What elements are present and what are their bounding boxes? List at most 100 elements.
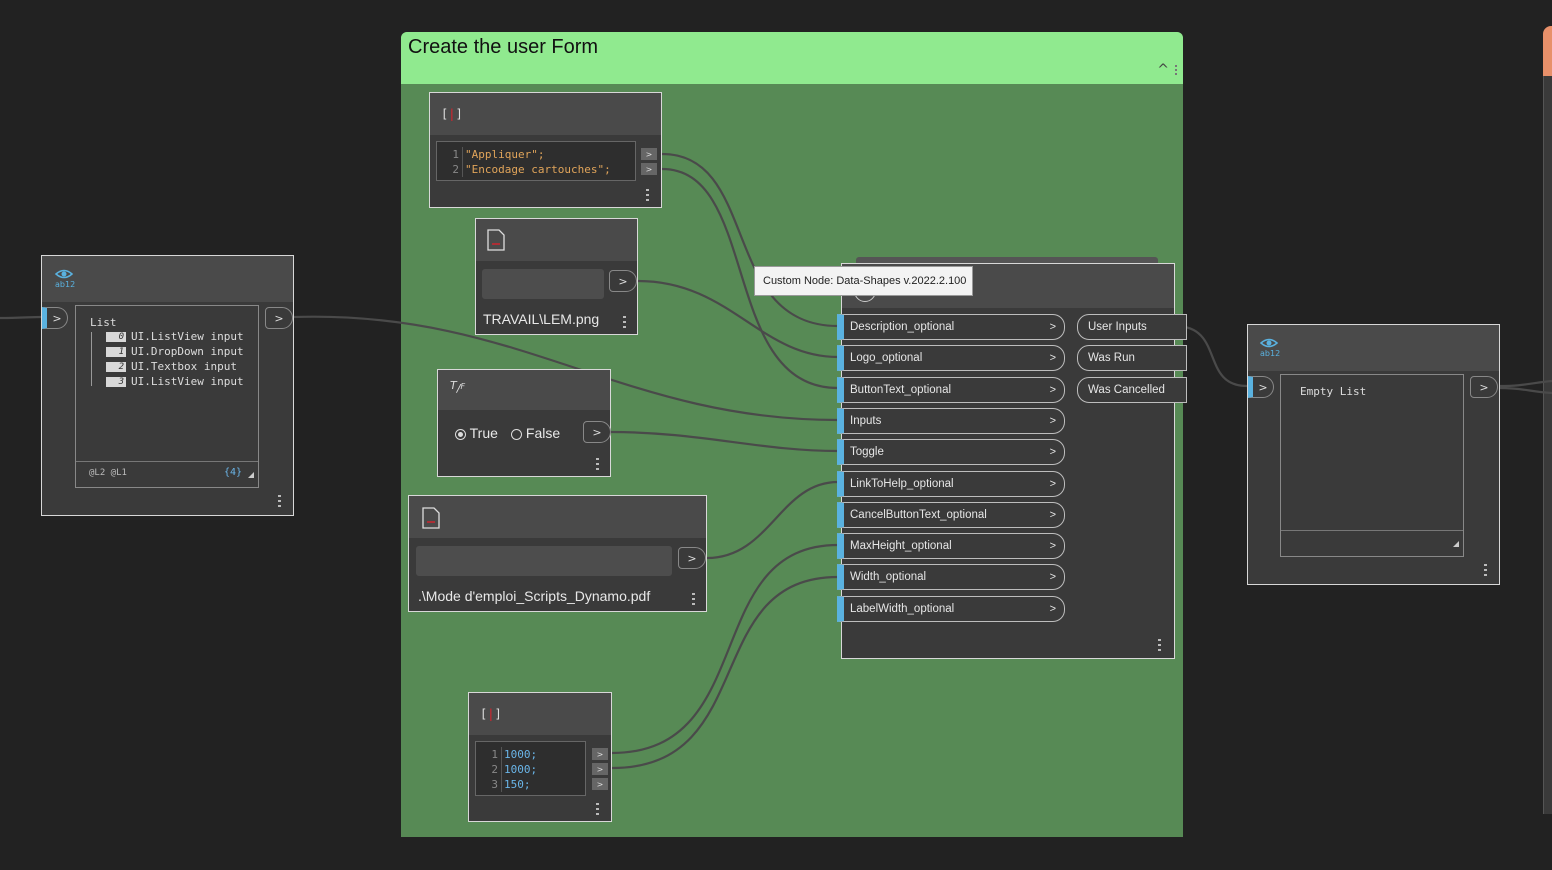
user-form-custom-node[interactable]: Description_optional>Logo_optional>Butto… <box>837 263 1187 659</box>
watch-value: Empty List <box>1300 385 1367 398</box>
input-port-description-optional[interactable]: Description_optional> <box>837 314 1065 340</box>
stacked-node-shadow <box>856 257 1158 265</box>
node-header[interactable] <box>476 219 637 261</box>
code-line[interactable]: 1"Appliquer"; <box>437 147 635 162</box>
file-path-node-help[interactable]: > .\Mode d'emploi_Scripts_Dynamo.pdf <box>408 495 707 612</box>
output-port[interactable]: > <box>1470 376 1498 398</box>
chevron-right-icon: > <box>1049 352 1056 365</box>
node-header[interactable]: [|] <box>430 93 661 135</box>
chevron-right-icon: > <box>1049 508 1056 521</box>
chevron-right-icon: > <box>1049 571 1056 584</box>
node-menu-icon[interactable] <box>1158 639 1161 651</box>
list-item-label: UI.DropDown input <box>131 345 244 358</box>
radio-false-icon[interactable] <box>511 428 522 440</box>
port-label: CancelButtonText_optional <box>850 508 987 521</box>
radio-false[interactable]: False <box>511 425 560 441</box>
chevron-right-icon: > <box>1049 540 1056 553</box>
node-header[interactable]: T/F <box>438 370 610 410</box>
input-port-toggle[interactable]: Toggle> <box>837 439 1065 466</box>
watch-icon: ab12 <box>1259 338 1280 357</box>
node-menu-icon[interactable] <box>596 803 599 815</box>
output-port-was-cancelled[interactable]: Was Cancelled <box>1077 376 1187 403</box>
resize-grip-icon[interactable] <box>248 472 254 478</box>
chevron-right-icon: > <box>1049 602 1056 615</box>
output-port[interactable]: > <box>583 421 611 443</box>
node-menu-icon[interactable] <box>278 495 281 507</box>
radio-true-label: True <box>469 425 498 441</box>
boolean-node[interactable]: T/F True False > <box>437 369 611 477</box>
chevron-right-icon: > <box>1049 477 1056 490</box>
input-port[interactable]: > <box>42 307 68 329</box>
code-text[interactable]: 150; <box>504 778 531 791</box>
code-text[interactable]: "Encodage cartouches"; <box>465 163 611 176</box>
watch-node[interactable]: ab12 > > Empty List <box>1247 324 1500 585</box>
node-menu-icon[interactable] <box>1484 564 1487 576</box>
list-count: {4} <box>223 467 242 478</box>
output-port[interactable]: > <box>678 547 706 569</box>
output-port[interactable]: > <box>609 270 637 292</box>
code-editor[interactable]: 1"Appliquer";2"Encodage cartouches"; <box>436 141 636 181</box>
group-menu-icon[interactable] <box>1175 65 1177 75</box>
node-header[interactable]: [|] <box>469 693 611 735</box>
list-item-label: UI.ListView input <box>131 375 244 388</box>
input-port-labelwidth-optional[interactable]: LabelWidth_optional > <box>837 595 1065 622</box>
output-port-was-run[interactable]: Was Run <box>1077 345 1187 372</box>
port-label: LinkToHelp_optional <box>850 477 954 490</box>
output-port[interactable]: > <box>265 307 293 329</box>
input-port-inputs[interactable]: Inputs> <box>837 407 1065 434</box>
radio-true-icon[interactable] <box>455 428 466 440</box>
file-path-field[interactable] <box>416 546 672 576</box>
file-path-node-logo[interactable]: > TRAVAIL\LEM.png <box>475 218 638 335</box>
code-text[interactable]: "Appliquer"; <box>465 148 545 161</box>
group-title[interactable]: Create the user Form <box>408 36 599 58</box>
port-label: LabelWidth_optional <box>850 602 955 615</box>
radio-true[interactable]: True <box>455 425 498 441</box>
file-path-field[interactable] <box>482 269 604 299</box>
output-port[interactable]: > <box>592 763 608 775</box>
input-port-cancelbuttontext-optional[interactable]: CancelButtonText_optional > <box>837 501 1065 528</box>
code-text[interactable]: 1000; <box>504 763 538 776</box>
node-header[interactable]: ab12 <box>42 256 293 302</box>
node-header[interactable] <box>409 496 706 538</box>
output-port[interactable]: > <box>641 163 657 175</box>
node-menu-icon[interactable] <box>596 458 599 470</box>
input-port-buttontext-optional[interactable]: ButtonText_optional> <box>837 376 1065 403</box>
output-port[interactable]: > <box>592 748 608 760</box>
list-index: 2 <box>106 361 126 372</box>
line-number: 2 <box>476 762 502 777</box>
list-levels[interactable]: @L2 @L1 <box>89 468 127 478</box>
code-block-node-strings[interactable]: [|] 1"Appliquer";2"Encodage cartouches";… <box>429 92 662 208</box>
resize-grip-icon[interactable] <box>1453 541 1459 547</box>
collapse-icon[interactable]: ^ <box>1157 62 1169 78</box>
input-port[interactable]: > <box>1248 376 1274 398</box>
port-label: Description_optional <box>850 321 955 333</box>
input-port-width-optional[interactable]: Width_optional> <box>837 564 1065 591</box>
node-header[interactable]: ab12 <box>1248 325 1499 371</box>
node-menu-icon[interactable] <box>692 593 695 605</box>
code-line[interactable]: 2"Encodage cartouches"; <box>437 162 635 177</box>
code-block-icon: [|] <box>441 107 463 121</box>
output-port-user-inputs[interactable]: User Inputs <box>1077 314 1187 340</box>
output-port[interactable]: > <box>641 148 657 160</box>
input-port-linktohelp-optional[interactable]: LinkToHelp_optional > <box>837 470 1065 497</box>
code-text[interactable]: 1000; <box>504 748 538 761</box>
watch-preview[interactable]: Empty List <box>1280 374 1464 557</box>
port-label: Toggle <box>850 446 884 459</box>
input-port-maxheight-optional[interactable]: MaxHeight_optional> <box>837 533 1065 560</box>
line-number: 1 <box>437 147 463 162</box>
node-menu-icon[interactable] <box>623 316 626 328</box>
output-port[interactable]: > <box>592 778 608 790</box>
node-menu-icon[interactable] <box>646 189 649 201</box>
input-port-logo-optional[interactable]: Logo_optional> <box>837 345 1065 372</box>
group-header[interactable]: Create the user Form ^ <box>401 32 1183 84</box>
